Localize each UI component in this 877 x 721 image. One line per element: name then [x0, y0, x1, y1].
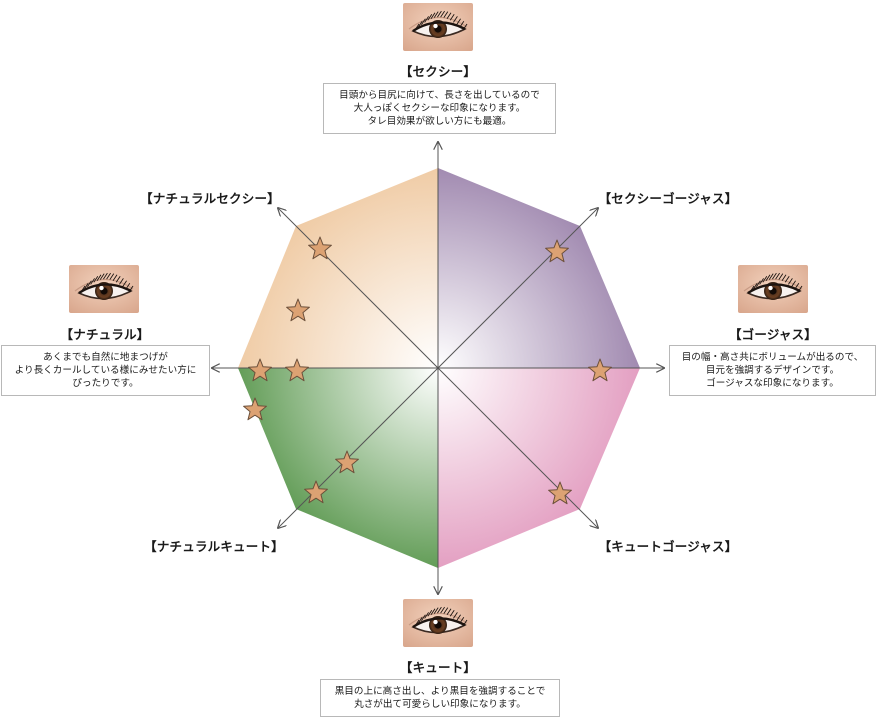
label-sexy-gorgeous: 【セクシーゴージャス】: [598, 191, 738, 206]
axis-natural-sexy: [278, 208, 439, 369]
eye-photo-icon: [403, 599, 473, 647]
label-cute: 【キュート】: [399, 660, 477, 675]
star-markers: [243, 236, 612, 505]
axis-sexy-gorgeous: [437, 208, 598, 369]
star-icon: [285, 358, 309, 382]
desc-line: あくまでも自然に地まつげが: [43, 352, 168, 363]
desc-line: 丸さが出て可愛らしい印象になります。: [354, 699, 526, 710]
label-cute-gorgeous: 【キュートゴージャス】: [598, 539, 738, 554]
desc-sexy: 目頭から目尻に向けて、長さを出しているので 大人っぽくセクシーな印象になります。…: [323, 83, 556, 134]
label-natural: 【ナチュラル】: [60, 327, 150, 342]
star-icon: [588, 358, 612, 382]
star-icon: [545, 239, 569, 263]
label-natural-cute: 【ナチュラルキュート】: [144, 539, 284, 554]
desc-line: ぴったりです。: [72, 378, 139, 389]
desc-natural: あくまでも自然に地まつげが より長くカールしている様にみせたい方に ぴったりです…: [1, 345, 210, 396]
star-icon: [548, 481, 572, 505]
axis-cute-gorgeous: [437, 367, 598, 528]
desc-line: 目頭から目尻に向けて、長さを出しているので: [339, 90, 540, 101]
star-icon: [304, 480, 328, 504]
eye-photo-natural: [69, 265, 139, 313]
desc-line: 目の幅・高さ共にボリュームが出るので、: [681, 352, 864, 363]
desc-line: ゴージャスな印象になります。: [706, 378, 839, 389]
label-sexy: 【セクシー】: [399, 64, 477, 79]
star-icon: [335, 450, 359, 474]
desc-gorgeous: 目の幅・高さ共にボリュームが出るので、 目元を強調するデザインです。 ゴージャス…: [669, 345, 876, 396]
label-natural-sexy: 【ナチュラルセクシー】: [140, 191, 280, 206]
label-gorgeous: 【ゴージャス】: [728, 327, 818, 342]
desc-line: 大人っぽくセクシーな印象になります。: [353, 103, 526, 114]
star-icon: [286, 298, 310, 322]
desc-cute: 黒目の上に高さ出し、より黒目を強調することで 丸さが出て可愛らしい印象になります…: [320, 679, 560, 717]
star-icon: [243, 397, 267, 421]
eye-photo-icon: [69, 265, 139, 313]
eye-photo-gorgeous: [738, 265, 808, 313]
desc-line: タレ目効果が欲しい方にも最適。: [367, 116, 512, 127]
desc-line: 目元を強調するデザインです。: [705, 365, 840, 376]
eye-photo-sexy: [403, 3, 473, 51]
axis-natural-cute: [278, 367, 439, 528]
eye-photo-icon: [738, 265, 808, 313]
desc-line: より長くカールしている様にみせたい方に: [14, 365, 197, 376]
desc-line: 黒目の上に高さ出し、より黒目を強調することで: [334, 686, 546, 697]
star-icon: [248, 358, 272, 382]
axes: [212, 142, 664, 594]
eye-photo-cute: [403, 599, 473, 647]
star-icon: [308, 236, 332, 260]
eye-photo-icon: [403, 3, 473, 51]
